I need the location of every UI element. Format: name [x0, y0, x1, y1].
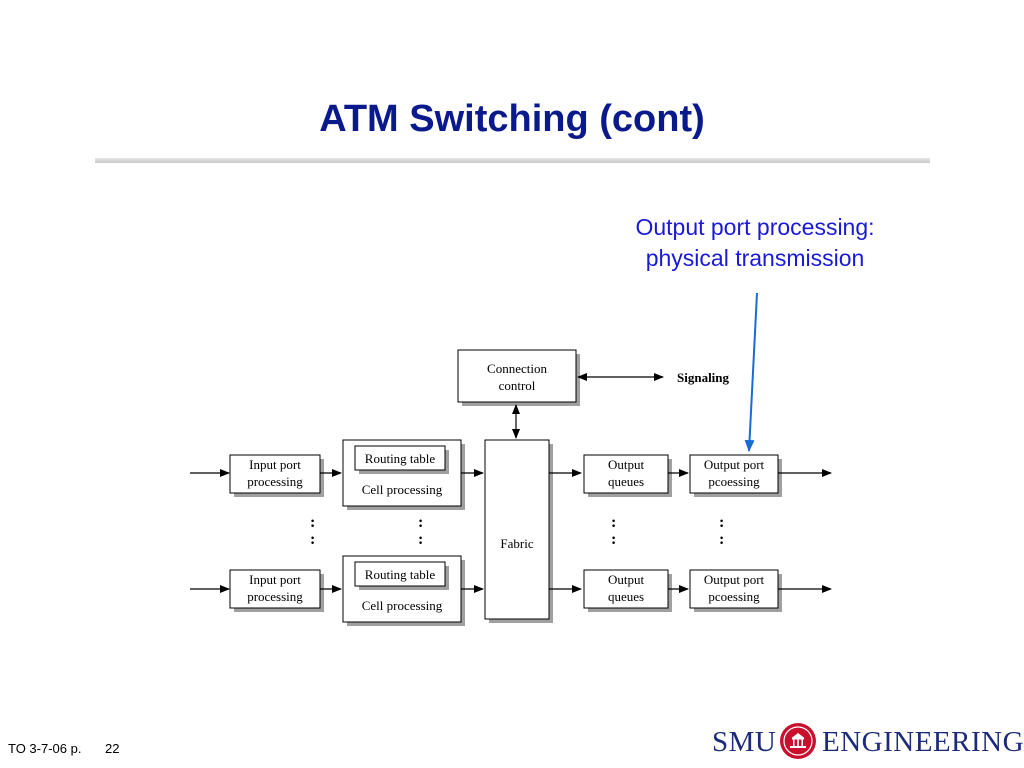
title-divider — [95, 158, 930, 163]
bottom-output-queues-box: Output queues — [583, 569, 672, 612]
ellipsis-queue-1: : — [611, 514, 616, 531]
signaling-label: Signaling — [677, 370, 730, 385]
top-routing-table-box — [354, 445, 446, 471]
slide-title: ATM Switching (cont) — [319, 98, 705, 140]
top-input-port-line-1: Input port — [249, 457, 301, 472]
logo-engineering-text: ENGINEERING — [822, 726, 1024, 758]
footer-label: TO 3-7-06 p. — [8, 741, 82, 756]
bottom-routing-table-box — [354, 561, 446, 587]
callout-line-1: Output port processing: — [635, 214, 875, 240]
top-output-queues-line-2: queues — [608, 474, 644, 489]
bottom-routing-table-label: Routing table — [365, 567, 436, 582]
fabric-box: Fabric — [484, 439, 553, 623]
ellipsis-cell-2: : — [418, 531, 423, 548]
top-cell-processing-box: Routing table Cell processing — [342, 439, 465, 510]
ellipsis-markers: : : : : : : : : — [310, 514, 724, 548]
top-output-queues-line-1: Output — [608, 457, 645, 472]
bottom-output-port-line-2: pcoessing — [708, 589, 760, 604]
bottom-input-port-box: Input port processing — [229, 569, 324, 612]
top-output-queues-box: Output queues — [583, 454, 672, 497]
bottom-cell-processing-label: Cell processing — [362, 598, 443, 613]
logo-smu-text: SMU — [712, 726, 777, 758]
bottom-output-port-box: Output port pcoessing — [689, 569, 782, 612]
smu-engineering-logo: SMU ENGINEERING — [712, 722, 1024, 762]
ellipsis-input-2: : — [310, 531, 315, 548]
bottom-input-port-line-1: Input port — [249, 572, 301, 587]
ellipsis-output-2: : — [719, 531, 724, 548]
smu-seal-icon — [780, 723, 816, 759]
connection-control-box: Connection control — [457, 349, 580, 406]
callout-arrow — [744, 292, 758, 452]
callout-line-2: physical transmission — [645, 245, 865, 271]
connection-control-line-2: control — [499, 378, 536, 393]
top-output-port-line-2: pcoessing — [708, 474, 760, 489]
ellipsis-queue-2: : — [611, 531, 616, 548]
connection-control-line-1: Connection — [487, 361, 547, 376]
bottom-output-queues-line-2: queues — [608, 589, 644, 604]
page-number: 22 — [105, 741, 120, 756]
bottom-input-port-line-2: processing — [247, 589, 303, 604]
ellipsis-cell-1: : — [418, 514, 423, 531]
top-input-port-box: Input port processing — [229, 454, 324, 497]
callout-text: Output port processing: physical transmi… — [600, 212, 910, 274]
top-cell-processing-label: Cell processing — [362, 482, 443, 497]
top-output-port-box: Output port pcoessing — [689, 454, 782, 497]
top-routing-table-label: Routing table — [365, 451, 436, 466]
top-input-port-line-2: processing — [247, 474, 303, 489]
bottom-output-queues-line-1: Output — [608, 572, 645, 587]
ellipsis-input-1: : — [310, 514, 315, 531]
bottom-output-port-line-1: Output port — [704, 572, 765, 587]
fabric-label: Fabric — [500, 536, 533, 551]
top-output-port-line-1: Output port — [704, 457, 765, 472]
ellipsis-output-1: : — [719, 514, 724, 531]
bottom-cell-processing-box: Routing table Cell processing — [342, 555, 465, 626]
